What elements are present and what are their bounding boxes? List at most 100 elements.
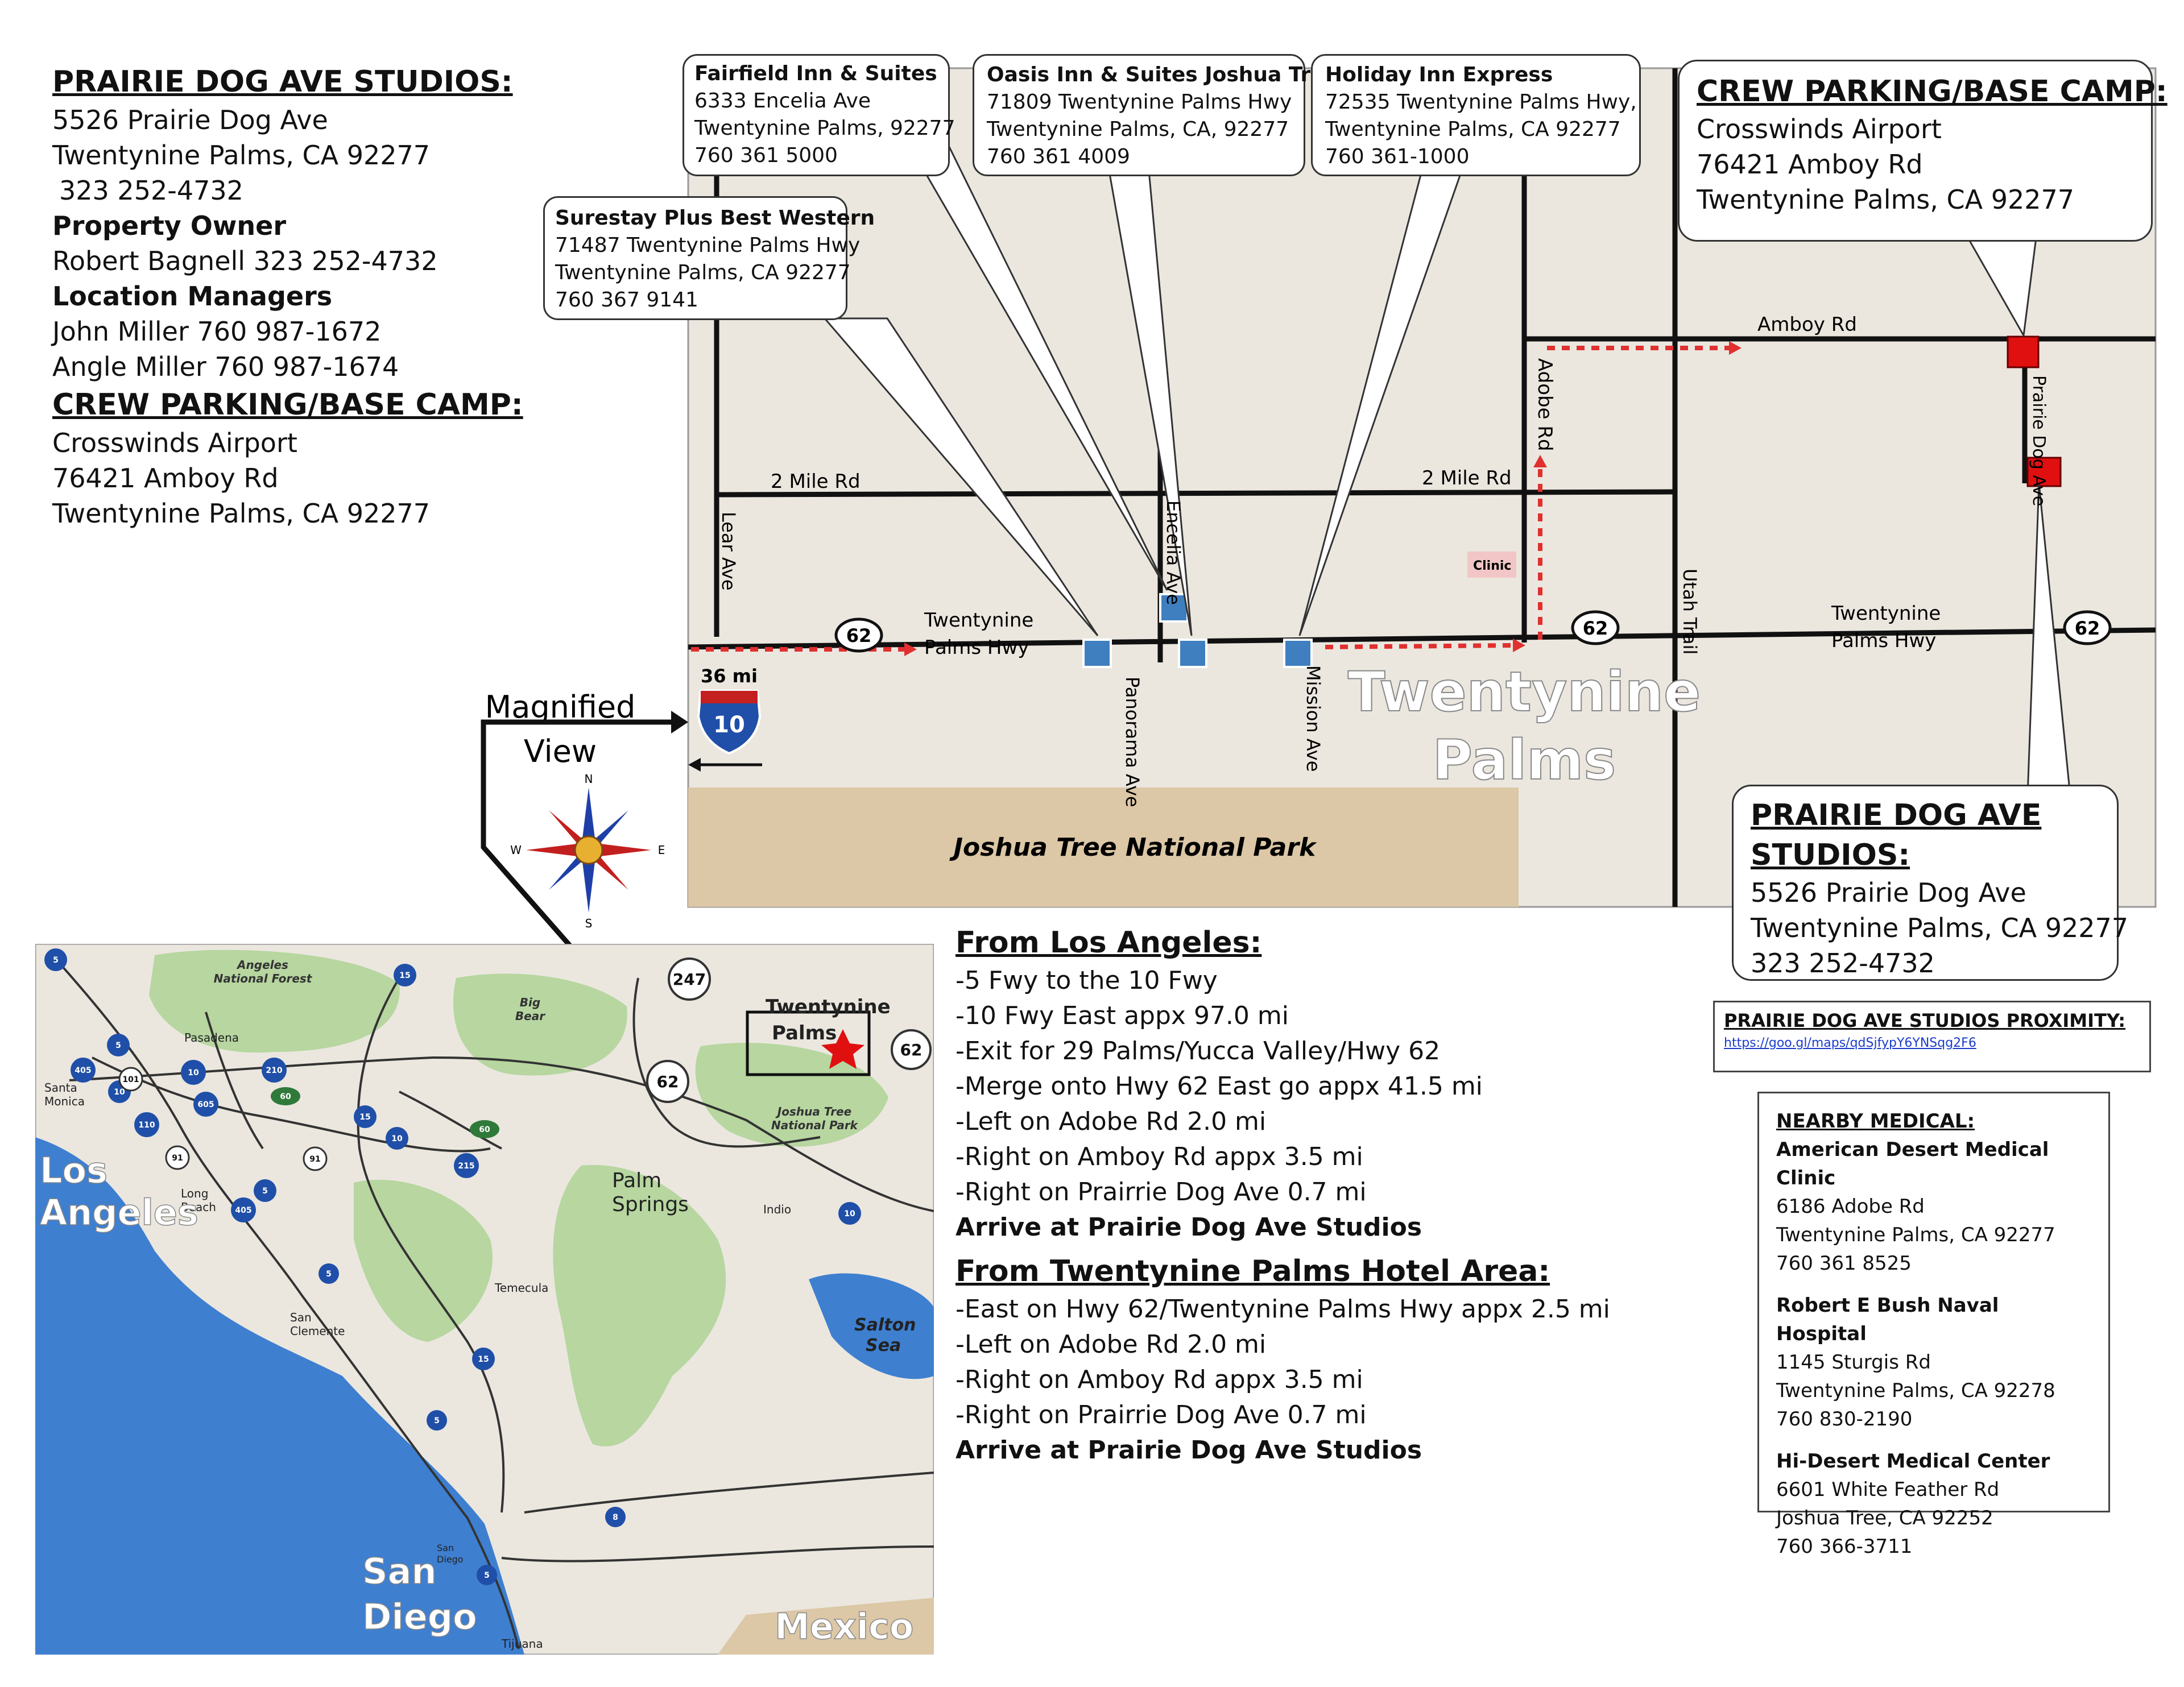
svg-text:5: 5 [434,1416,440,1425]
owner-label: Property Owner [52,210,287,241]
studio-address-line2: Twentynine Palms, CA 92277 [52,140,431,171]
forest-areas [149,950,888,1446]
callout-pointers [822,135,2071,797]
national-park-area [688,787,1519,907]
svg-text:Monica: Monica [44,1095,85,1108]
svg-text:Angeles: Angeles [236,958,288,972]
crew-line1: Crosswinds Airport [52,428,297,458]
svg-text:10: 10 [188,1068,199,1077]
svg-text:62: 62 [657,1072,679,1091]
la-step-3: -Exit for 29 Palms/Yucca Valley/Hwy 62 [956,1037,1441,1066]
hotel-phone: 760 361 4009 [987,145,1130,168]
proximity-link[interactable]: https://goo.gl/maps/qdSjfypY6YNSqg2F6 [1724,1036,1976,1050]
nearby-medical-box: NEARBY MEDICAL: American Desert Medical … [1757,1092,2110,1558]
la-step-6: -Right on Amboy Rd appx 3.5 mi [956,1142,1363,1171]
svg-text:Springs: Springs [612,1193,689,1216]
city-text: Pasadena Santa Monica Long Beach Indio T… [44,1031,791,1651]
medical-name-3: Hi-Desert Medical Center [1776,1450,2050,1473]
callout-line2: Twentynine Palms, CA 92277 [1751,913,2129,943]
managers-label: Location Managers [52,281,333,312]
svg-text:San: San [437,1543,454,1553]
crew-line2: 76421 Amboy Rd [52,463,279,494]
clinic-box [1467,552,1516,578]
salton-sea [809,1273,934,1379]
svg-text:247: 247 [673,970,706,989]
svg-text:Twentynine: Twentynine [766,996,891,1018]
svg-text:10: 10 [114,1088,125,1097]
hotel-step-4: -Right on Prairrie Dog Ave 0.7 mi [956,1400,1367,1429]
svg-text:15: 15 [478,1355,489,1364]
svg-text:Beach: Beach [181,1200,216,1214]
svg-text:Sea: Sea [866,1336,901,1356]
svg-text:Palm: Palm [612,1169,661,1192]
medical-phone-3: 760 366-3711 [1776,1535,1913,1558]
svg-text:405: 405 [75,1066,91,1075]
la-step-1: -5 Fwy to the 10 Fwy [956,966,1218,995]
svg-text:Temecula: Temecula [494,1281,548,1295]
manager-2: Angle Miller 760 987-1674 [52,351,399,382]
svg-text:Mexico: Mexico [775,1606,913,1647]
region-text: Angeles National Forest Big Bear Joshua … [214,958,859,1132]
compass-w: W [510,843,522,857]
hotel-name: Fairfield Inn & Suites [694,62,937,85]
interstate-shields [44,948,932,1585]
regional-roads [51,954,934,1649]
hotel-address: 6333 Encelia Ave [694,89,871,113]
hotel-step-1: -East on Hwy 62/Twentynine Palms Hwy app… [956,1295,1610,1324]
i10-shield [688,690,762,772]
svg-text:Santa: Santa [44,1081,77,1095]
hotel-city: Twentynine Palms, CA 92277 [1325,118,1621,141]
svg-text:405: 405 [235,1206,251,1215]
svg-text:10: 10 [844,1209,855,1218]
base-camp-marker [2007,335,2040,368]
svg-text:5: 5 [262,1187,268,1196]
mexico-area [718,1598,934,1655]
svg-text:5: 5 [484,1571,490,1580]
compass-icon: N S E W [510,772,665,930]
svg-text:Indio: Indio [763,1203,791,1216]
ocean [35,1137,524,1655]
svg-text:60: 60 [280,1092,291,1101]
compass-s: S [585,917,593,930]
svg-text:Angeles: Angeles [40,1192,198,1233]
route-arrows [904,341,1742,656]
medical-name-1: American Desert Medical Clinic [1776,1138,2049,1189]
la-arrive: Arrive at Prairie Dog Ave Studios [956,1213,1422,1242]
hotel-address: 71809 Twentynine Palms Hwy [987,90,1292,114]
svg-text:Big: Big [520,996,540,1009]
svg-text:215: 215 [458,1162,474,1171]
callout-line2: 76421 Amboy Rd [1697,149,1923,180]
la-step-4: -Merge onto Hwy 62 East go appx 41.5 mi [956,1072,1483,1101]
svg-text:15: 15 [399,971,410,980]
medical-phone-2: 760 830-2190 [1776,1408,1913,1431]
medical-city-3: Joshua Tree, CA 92252 [1776,1507,1993,1530]
directions-la-title: From Los Angeles: [956,926,1262,960]
hotel-address: 72535 Twentynine Palms Hwy, [1325,90,1637,114]
hotel-address: 71487 Twentynine Palms Hwy [555,234,861,257]
callout-line3: 323 252-4732 [1751,948,1935,979]
studio-address-line1: 5526 Prairie Dog Ave [52,105,328,135]
svg-text:101: 101 [122,1075,139,1084]
svg-text:110: 110 [138,1121,155,1130]
hotel-markers [1082,593,1313,668]
medical-city-1: Twentynine Palms, CA 92277 [1776,1224,2055,1246]
svg-text:National Park: National Park [771,1118,859,1132]
medical-address-2: 1145 Sturgis Rd [1776,1351,1931,1374]
twentynine-palms-box [746,1010,871,1076]
svg-text:Tijuana: Tijuana [501,1637,543,1651]
svg-text:San: San [290,1311,312,1324]
hotel-step-3: -Right on Amboy Rd appx 3.5 mi [956,1365,1363,1394]
callout-line3: Twentynine Palms, CA 92277 [1697,184,2075,215]
svg-text:210: 210 [266,1066,282,1075]
svg-text:91: 91 [172,1154,183,1163]
crew-line3: Twentynine Palms, CA 92277 [52,498,431,529]
svg-text:Clemente: Clemente [290,1324,345,1338]
callout-line1: 5526 Prairie Dog Ave [1751,877,2026,908]
medical-address-3: 6601 White Feather Rd [1776,1478,2000,1501]
studio-title: PRAIRIE DOG AVE STUDIOS: [52,65,513,99]
svg-text:Palms: Palms [772,1022,837,1044]
callout-title: PRAIRIE DOG AVE [1751,798,2042,832]
medical-name-2: Robert E Bush Naval Hospital [1776,1294,1999,1345]
